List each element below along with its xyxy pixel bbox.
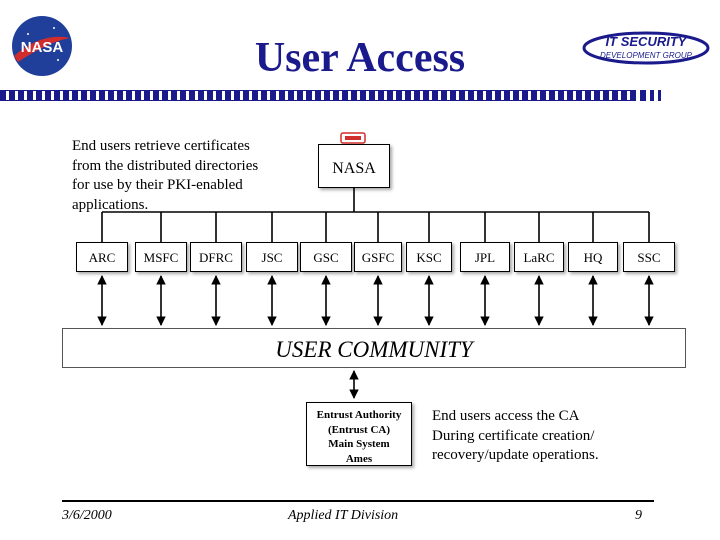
center-node-arc: ARC xyxy=(76,242,128,272)
center-node-gsfc: GSFC xyxy=(354,242,402,272)
entrust-authority-box: Entrust Authority (Entrust CA) Main Syst… xyxy=(306,402,412,466)
footer-page-number: 9 xyxy=(635,508,642,523)
its-logo-line1: IT SECURITY xyxy=(606,34,688,49)
header-rule xyxy=(0,90,636,101)
center-node-jpl: JPL xyxy=(460,242,510,272)
user-community-bar: USER COMMUNITY xyxy=(62,328,686,368)
center-node-gsc: GSC xyxy=(300,242,352,272)
center-node-msfc: MSFC xyxy=(135,242,187,272)
center-node-larc: LaRC xyxy=(514,242,564,272)
nasa-logo-text: NASA xyxy=(21,39,64,56)
nasa-node: NASA xyxy=(318,144,390,188)
note-access-ca: End users access the CA During certifica… xyxy=(432,408,599,463)
footer-division: Applied IT Division xyxy=(288,508,399,523)
center-node-ssc: SSC xyxy=(623,242,675,272)
center-node-dfrc: DFRC xyxy=(190,242,242,272)
center-node-hq: HQ xyxy=(568,242,618,272)
it-security-logo: IT SECURITY DEVELOPMENT GROUP xyxy=(582,31,710,65)
page-title: User Access xyxy=(254,35,466,81)
footer-rule xyxy=(62,500,654,502)
center-node-ksc: KSC xyxy=(406,242,452,272)
nasa-logo: NASA xyxy=(12,16,72,76)
its-logo-line2: DEVELOPMENT GROUP xyxy=(600,51,693,60)
center-node-jsc: JSC xyxy=(246,242,298,272)
note-retrieve-certificates: End users retrieve certificates from the… xyxy=(72,138,259,213)
footer-date: 3/6/2000 xyxy=(62,508,112,523)
nasa-meatball-icon xyxy=(340,132,366,144)
